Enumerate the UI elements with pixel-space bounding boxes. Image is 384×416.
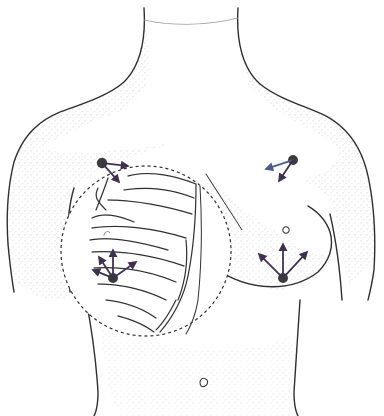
ribcage-inset [61,166,231,336]
marker-upper-right [266,155,298,181]
